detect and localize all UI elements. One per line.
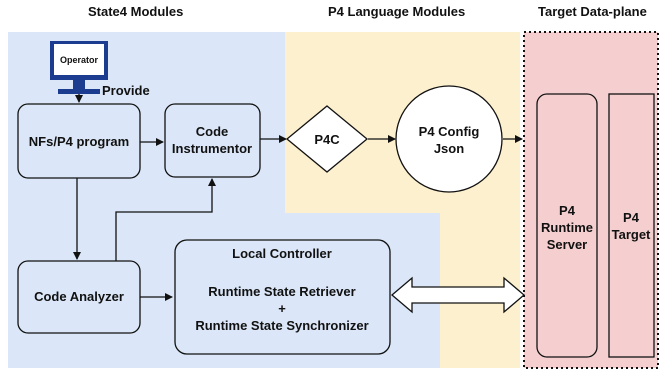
p4-target-label-line1: P4 <box>623 210 640 225</box>
p4-target-box <box>608 93 655 358</box>
local-controller-title: Local Controller <box>232 246 332 261</box>
analyzer-to-instrumentor-arrow <box>115 178 216 261</box>
p4-runtime-server-label-line3: Server <box>547 237 587 252</box>
p4-config-json-circle <box>395 85 503 193</box>
p4-runtime-server-label-line2: Runtime <box>541 220 593 235</box>
p4-target-label-line2: Target <box>612 227 651 242</box>
nfs-p4-program-box <box>17 103 141 179</box>
nfs-p4-program-label: NFs/P4 program <box>29 134 129 149</box>
code-analyzer-label: Code Analyzer <box>34 289 124 304</box>
p4-runtime-server-label-line1: P4 <box>559 203 576 218</box>
code-instrumentor-label-line2: Instrumentor <box>172 141 252 156</box>
controller-target-bidirectional-arrow <box>390 276 526 314</box>
header-state4-modules: State4 Modules <box>88 4 184 19</box>
operator-monitor-icon <box>50 41 108 94</box>
code-instrumentor-label-line1: Code <box>196 124 229 139</box>
code-analyzer-box <box>17 260 141 334</box>
provide-label: Provide <box>102 83 150 98</box>
runtime-state-synchronizer-label: Runtime State Synchronizer <box>195 318 368 333</box>
p4-config-label-line1: P4 Config <box>419 124 480 139</box>
p4-runtime-server-box <box>536 93 598 358</box>
p4c-label: P4C <box>314 132 340 147</box>
p4-config-label-line2: Json <box>434 141 464 156</box>
local-controller-box <box>174 239 391 355</box>
code-instrumentor-box <box>164 103 261 178</box>
p4c-diamond <box>285 105 369 173</box>
runtime-state-retriever-label: Runtime State Retriever <box>208 284 355 299</box>
plus-label: + <box>278 301 286 316</box>
header-p4-language-modules: P4 Language Modules <box>328 4 466 19</box>
header-target-data-plane: Target Data-plane <box>538 4 647 19</box>
operator-label: Operator <box>60 55 99 65</box>
